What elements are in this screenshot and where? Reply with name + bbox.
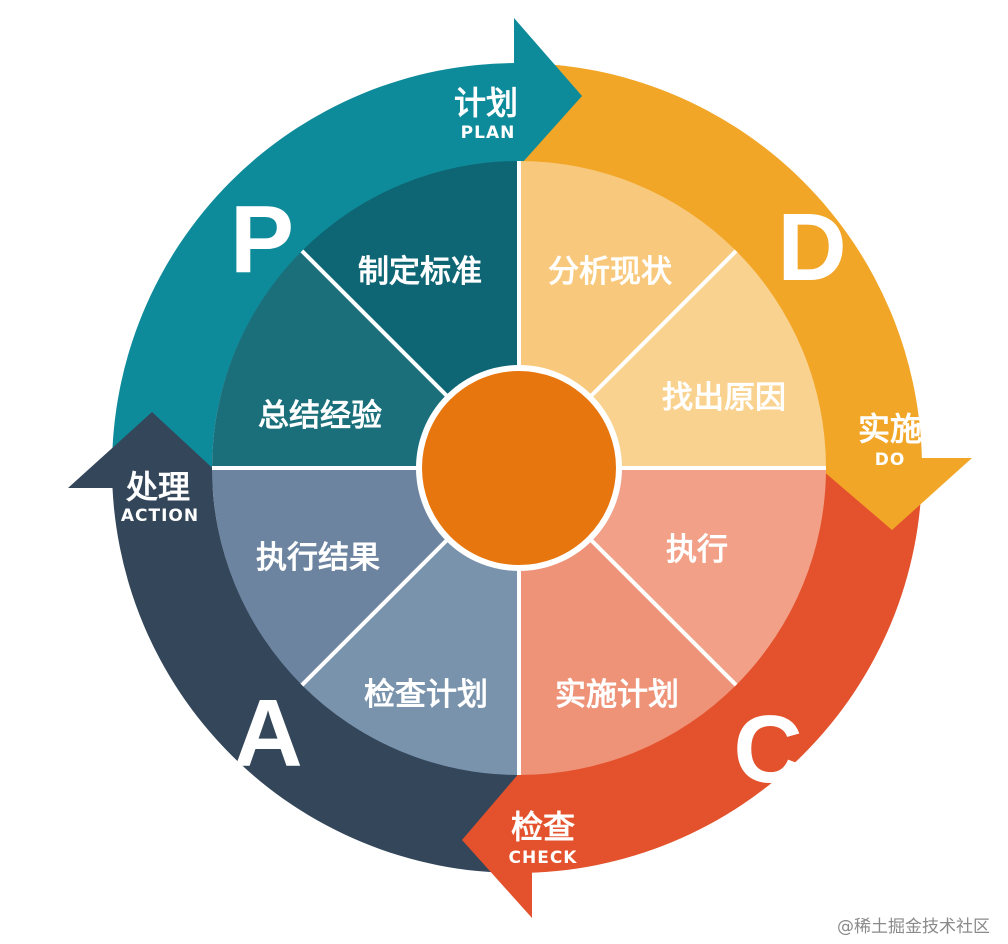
do-title: 实施 (858, 410, 922, 448)
action-arrow-head (68, 412, 234, 488)
action-title: 处理 (125, 468, 190, 506)
do-subtitle: DO (875, 450, 906, 470)
check-ring (517, 468, 922, 873)
center-circle (416, 365, 622, 571)
check-letter: C (733, 696, 802, 803)
watermark: @稀土掘金技术社区 (837, 917, 990, 937)
segment-label-plan-2: 总结经验 (258, 398, 382, 434)
segment-label-action-2: 执行结果 (256, 540, 380, 576)
plan-letter: P (230, 186, 294, 293)
do-letter: D (777, 194, 846, 301)
do-ring (517, 63, 922, 468)
action-letter: A (233, 680, 302, 787)
check-title: 检查 (511, 808, 575, 846)
plan-ring (112, 63, 517, 468)
segment-label-do-2: 找出原因 (662, 380, 786, 416)
segment-label-check-2: 实施计划 (555, 677, 679, 713)
do-arrow-head (808, 458, 972, 530)
segment-label-check-1: 执行 (666, 532, 728, 568)
plan-title: 计划 (454, 84, 518, 122)
check-arrow-head (462, 758, 532, 918)
check-subtitle: CHECK (509, 848, 578, 868)
segment-label-action-1: 检查计划 (364, 677, 488, 713)
action-subtitle: ACTION (121, 506, 199, 526)
plan-subtitle: PLAN (461, 123, 516, 143)
segment-label-do-1: 分析现状 (548, 254, 673, 290)
action-ring (112, 468, 517, 873)
segment-label-plan-1: 制定标准 (358, 254, 482, 290)
plan-arrow-head (514, 18, 582, 172)
